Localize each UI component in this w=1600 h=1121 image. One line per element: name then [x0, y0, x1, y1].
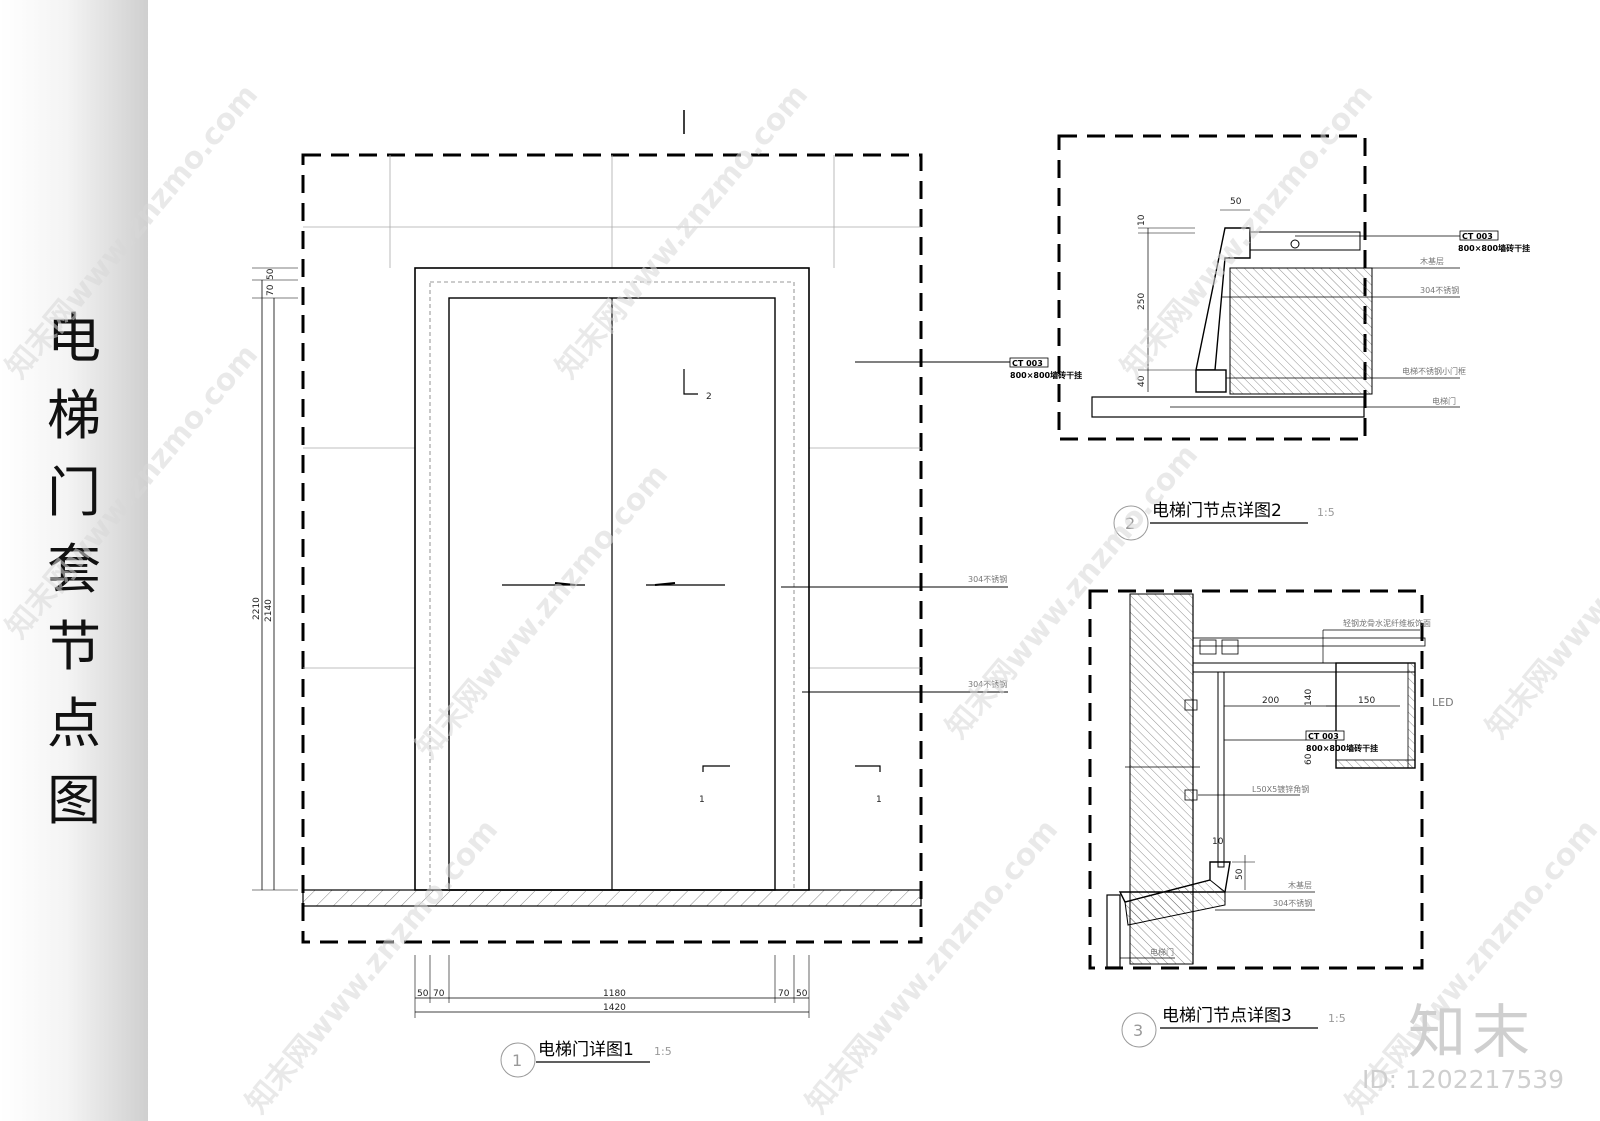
d3-dim-10: 10 [1212, 837, 1224, 847]
d2-dim-40: 40 [1137, 375, 1147, 387]
section-mark-2: 2 [706, 392, 712, 402]
watermark-text: 知末网www.znzmo.com [239, 813, 505, 1120]
dim-h-70-left: 70 [433, 989, 445, 999]
sheet-title-char: 套 [47, 538, 101, 601]
dim-h-70-right: 70 [778, 989, 790, 999]
dim-h-1420: 1420 [603, 1003, 626, 1013]
d1-scale: 1:5 [654, 1045, 672, 1058]
d2-dim-50: 50 [1230, 197, 1242, 207]
d3-note-led: LED [1432, 696, 1454, 709]
d2-note-wood: 木基层 [1420, 256, 1444, 266]
detail-2-section: 50 10 250 40 CT 003 800×800墙砖干挂 木基层 304不… [1057, 134, 1530, 541]
sheet-title-char: 点 [47, 692, 101, 755]
d3-note-ceiling: 轻钢龙骨水泥纤维板饰面 [1343, 618, 1431, 628]
d2-note-frame: 电梯不锈钢小门框 [1402, 366, 1466, 376]
d1-title: 电梯门详图1 [538, 1040, 634, 1060]
d2-title: 电梯门节点详图2 [1152, 501, 1282, 521]
d2-tag-code: CT 003 [1462, 232, 1493, 241]
d3-dim-50: 50 [1235, 868, 1245, 880]
d3-title: 电梯门节点详图3 [1162, 1006, 1292, 1026]
sheet-title-char: 图 [47, 769, 101, 832]
detail-3-frame [1088, 589, 1424, 970]
d3-dim-140: 140 [1304, 689, 1314, 706]
dim-h-50-left: 50 [417, 989, 429, 999]
d2-tag-text: 800×800墙砖干挂 [1458, 243, 1530, 253]
d1-title-number: 1 [512, 1051, 522, 1070]
d1-tag-text: 800×800墙砖干挂 [1010, 370, 1082, 380]
watermark-text: 知末网www.znzmo.com [0, 78, 265, 385]
sheet-title-char: 节 [47, 615, 101, 678]
d2-scale: 1:5 [1317, 506, 1335, 519]
sheet-title: 电 梯 门 套 节 点 图 [0, 300, 148, 839]
dim-v-2140: 2140 [264, 599, 274, 622]
dim-v-70: 70 [266, 284, 276, 296]
d3-title-number: 3 [1133, 1021, 1143, 1040]
section-mark-1a: 1 [699, 795, 705, 805]
watermark-text: 知末网www.znzmo.com [1479, 438, 1600, 745]
d3-tag-text: 800×800墙砖干挂 [1306, 743, 1378, 753]
detail-3-section: 200 140 150 60 CT 003 800×800墙砖干挂 轻钢龙骨水泥… [1088, 589, 1454, 1048]
d2-note-door: 电梯门 [1432, 396, 1456, 406]
sheet-title-char: 电 [47, 307, 101, 370]
d2-note-steel: 304不锈钢 [1420, 285, 1459, 295]
d1-note-steel-1: 304不锈钢 [968, 574, 1007, 584]
d3-note-angle: L50X5镀锌角钢 [1252, 784, 1309, 794]
d3-note-door: 电梯门 [1150, 947, 1174, 957]
d1-note-steel-2: 304不锈钢 [968, 679, 1007, 689]
brand-id: ID: 1202217539 [1362, 1065, 1565, 1094]
watermark-text: 知末网www.znzmo.com [0, 338, 265, 645]
d3-scale: 1:5 [1328, 1012, 1346, 1025]
d2-dim-10: 10 [1137, 214, 1147, 226]
dim-v-50: 50 [266, 268, 276, 280]
d2-dim-250: 250 [1137, 293, 1147, 310]
sheet-title-bar: 电 梯 门 套 节 点 图 [0, 0, 148, 1121]
sheet-title-char: 梯 [47, 384, 101, 447]
d1-tag-code: CT 003 [1012, 359, 1043, 368]
brand-logo: 知末 [1408, 998, 1537, 1066]
dim-h-50-right: 50 [796, 989, 808, 999]
section-mark-1b: 1 [876, 795, 882, 805]
d3-note-wood: 木基层 [1288, 880, 1312, 890]
d3-tag-code: CT 003 [1308, 732, 1339, 741]
d3-note-steel: 304不锈钢 [1273, 898, 1312, 908]
d2-title-number: 2 [1125, 514, 1135, 533]
sheet-title-char: 门 [47, 461, 101, 524]
d3-dim-60: 60 [1304, 753, 1314, 765]
dim-v-2210: 2210 [252, 597, 262, 620]
watermark-text: 知末网www.znzmo.com [799, 813, 1065, 1120]
d3-dim-150: 150 [1358, 696, 1375, 706]
dim-h-1180: 1180 [603, 989, 626, 999]
detail-1-elevation: 2 1 1 50 70 2210 2140 50 70 1180 70 50 1… [252, 110, 1082, 1078]
d3-dim-200: 200 [1262, 696, 1279, 706]
